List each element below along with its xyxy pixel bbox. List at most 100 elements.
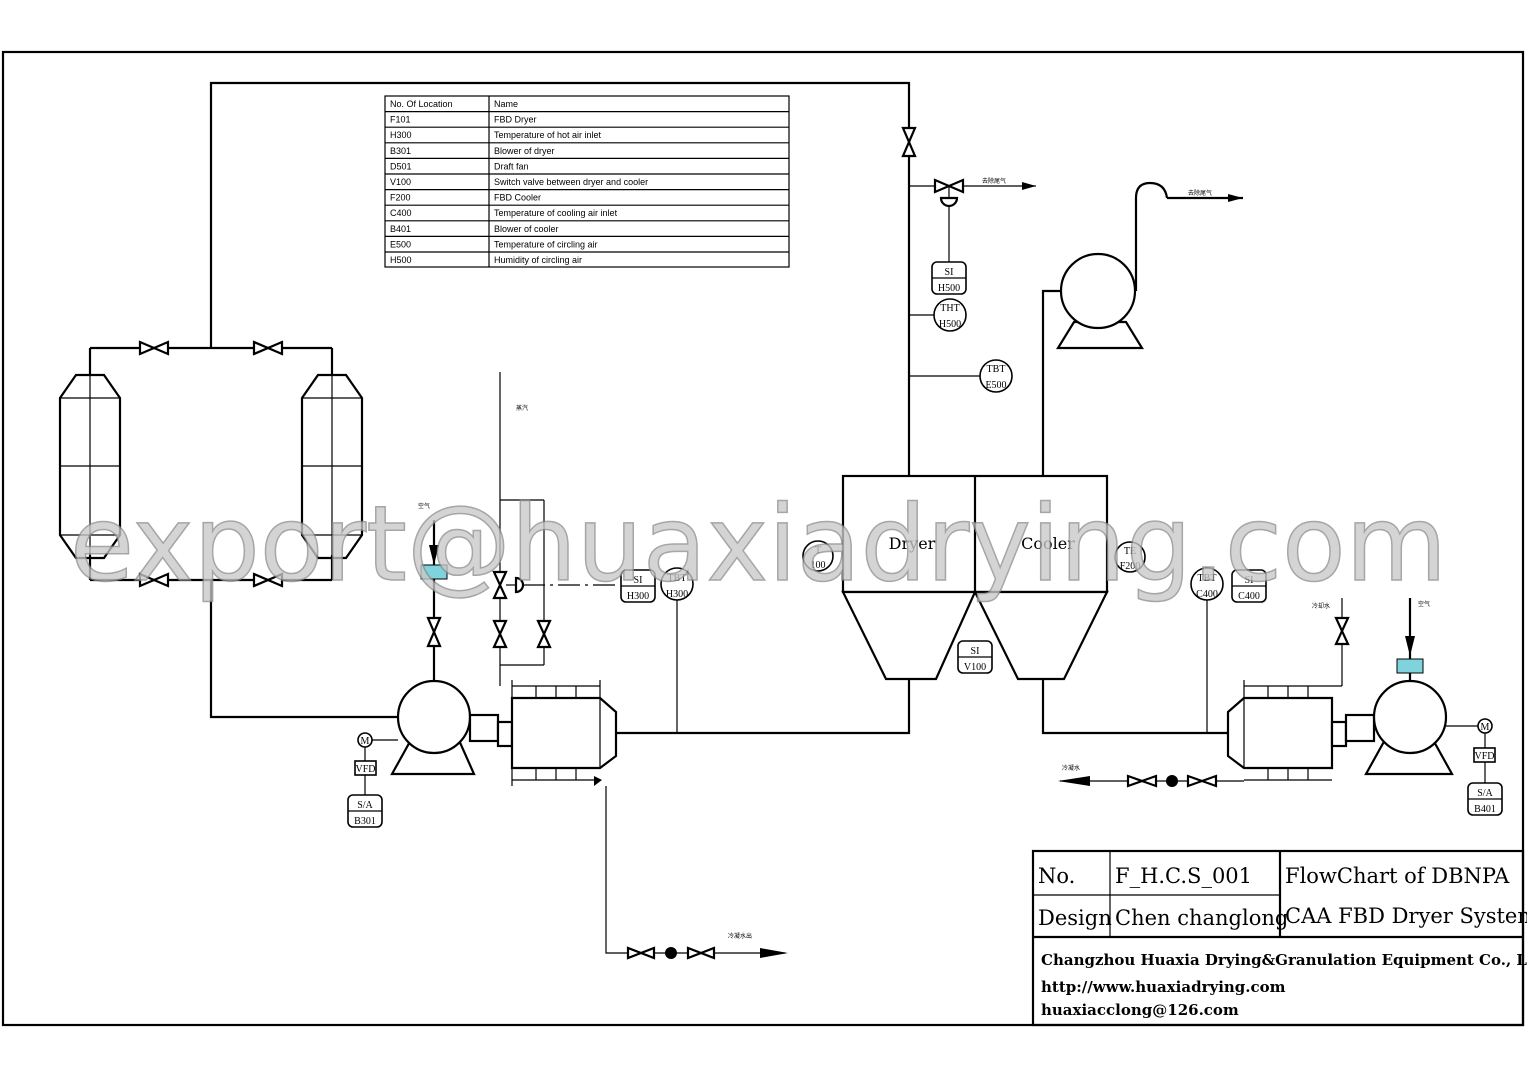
svg-text:去除尾气: 去除尾气 — [1188, 189, 1212, 197]
title-block-no-value: F_H.C.S_001 — [1115, 864, 1252, 888]
tbt-h300-instrument: TBT H300 — [660, 567, 694, 601]
legend-location-code: V100 — [390, 177, 411, 187]
vfd-left: VFD — [354, 760, 377, 776]
sa-b301-panel: S/A B301 — [347, 794, 383, 828]
svg-text:冷凝水: 冷凝水 — [1062, 764, 1080, 772]
svg-text:SI: SI — [634, 575, 643, 586]
cooling-water-return: 冷凝水 — [1058, 764, 1244, 788]
right-dehumidifier-column — [300, 373, 364, 560]
svg-text:T: T — [815, 545, 821, 556]
blower-b401 — [1344, 679, 1454, 776]
svg-text:S/A: S/A — [357, 800, 373, 811]
title-block-no-label: No. — [1038, 864, 1075, 888]
svg-text:M: M — [361, 736, 370, 747]
cooling-air-line — [1041, 679, 1228, 735]
valve-steam-bypass — [536, 619, 552, 649]
tht-h500-instrument: THT H500 — [933, 298, 967, 332]
si-h500-instrument: SI H500 — [931, 261, 967, 295]
svg-text:M: M — [1481, 722, 1490, 733]
legend-row: B401 Blower of cooler — [390, 224, 559, 234]
svg-text:空气: 空气 — [418, 502, 430, 510]
top-return-line — [209, 81, 911, 476]
dryer-cooler-vessel — [841, 474, 1109, 681]
tbt-e500-instrument: TBT E500 — [979, 359, 1013, 393]
svg-text:B401: B401 — [1474, 804, 1496, 815]
blower-b301 — [390, 679, 500, 776]
legend-row: F200 FBD Cooler — [390, 193, 541, 203]
svg-text:C400: C400 — [1196, 589, 1218, 600]
legend-location-name: Humidity of circling air — [494, 255, 582, 265]
condensate-line-left — [605, 786, 785, 954]
blower-suction-line — [209, 580, 398, 719]
legend-location-code: B401 — [390, 224, 411, 234]
title-block-title-line1: FlowChart of DBNPA — [1285, 864, 1510, 888]
si-v100-instrument: SI V100 — [957, 640, 993, 674]
svg-text:H500: H500 — [939, 319, 961, 330]
legend-location-name: Blower of dryer — [494, 146, 555, 156]
legend-header-name: Name — [494, 99, 518, 109]
svg-text:冷凝水出: 冷凝水出 — [728, 932, 752, 940]
legend-location-name: Blower of cooler — [494, 224, 559, 234]
tbt-c400-instrument: TBT C400 — [1190, 567, 1224, 601]
condensate-valves-left: 冷凝水出 — [626, 932, 788, 960]
legend-location-name: Temperature of cooling air inlet — [494, 208, 618, 218]
title-block-company: Changzhou Huaxia Drying&Granulation Equi… — [1041, 951, 1527, 969]
svg-text:E500: E500 — [985, 380, 1006, 391]
valve-top-right — [252, 340, 284, 356]
title-block-design-label: Design — [1038, 906, 1112, 930]
svg-text:S/A: S/A — [1477, 788, 1493, 799]
svg-text:B301: B301 — [354, 816, 376, 827]
valve-air-inlet-left — [426, 616, 442, 648]
title-block: No. F_H.C.S_001 Design Chen changlong Fl… — [1031, 849, 1527, 1027]
legend-location-name: Temperature of circling air — [494, 239, 598, 249]
legend-location-code: B301 — [390, 146, 411, 156]
draft-fan-d501: 去除尾气 — [1041, 181, 1243, 476]
legend-row: H300 Temperature of hot air inlet — [390, 130, 602, 140]
title-block-design-value: Chen changlong — [1115, 906, 1288, 930]
legend-location-name: FBD Cooler — [494, 193, 541, 203]
legend-location-code: H300 — [390, 130, 412, 140]
si-c400-instrument: SI C400 — [1231, 569, 1267, 603]
air-inlet-right: 空气 — [1396, 598, 1430, 681]
svg-text:VFD: VFD — [1474, 751, 1494, 762]
svg-text:VFD: VFD — [355, 764, 375, 775]
svg-text:空气: 空气 — [1418, 600, 1430, 608]
hot-air-line — [616, 679, 911, 735]
vfd-right: VFD — [1473, 747, 1496, 763]
legend-header-location: No. Of Location — [390, 99, 453, 109]
valve-steam-1 — [492, 570, 508, 600]
svg-text:100: 100 — [811, 560, 826, 571]
legend-location-name: Temperature of hot air inlet — [494, 130, 602, 140]
svg-text:V100: V100 — [964, 662, 986, 673]
title-block-email: huaxiacclong@126.com — [1041, 1001, 1239, 1019]
legend-location-code: D501 — [390, 161, 412, 171]
svg-text:冷却水: 冷却水 — [1312, 602, 1330, 610]
legend-location-code: F101 — [390, 115, 411, 125]
svg-text:TBT: TBT — [987, 364, 1006, 375]
svg-text:去除尾气: 去除尾气 — [982, 177, 1006, 185]
svg-text:TBT: TBT — [1198, 573, 1217, 584]
dryer-label: Dryer — [889, 534, 936, 553]
legend-location-code: F200 — [390, 193, 411, 203]
title-block-title-line2: CAA FBD Dryer System — [1285, 904, 1527, 928]
top-header-line — [88, 346, 334, 375]
legend-row: B301 Blower of dryer — [390, 146, 555, 156]
si-h300-instrument: SI H300 — [620, 569, 656, 603]
svg-text:C400: C400 — [1238, 591, 1260, 602]
motor-left: M — [357, 732, 373, 748]
dryer-temp-instrument: T 100 — [802, 540, 834, 572]
svg-text:THT: THT — [940, 303, 959, 314]
svg-text:SI: SI — [971, 646, 980, 657]
svg-text:SI: SI — [1245, 575, 1254, 586]
svg-text:F200: F200 — [1120, 561, 1141, 572]
cooler-exchanger-right: 冷却水 — [1226, 598, 1350, 781]
valve-steam-2 — [492, 619, 508, 649]
control-valve-steam — [506, 576, 620, 594]
title-block-website: http://www.huaxiadrying.com — [1041, 978, 1286, 996]
valve-top-left — [138, 340, 170, 356]
